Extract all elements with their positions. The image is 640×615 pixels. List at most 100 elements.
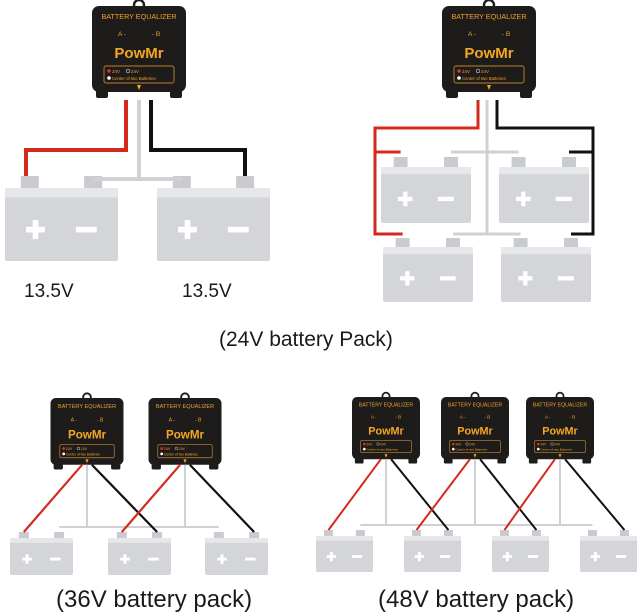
plus-icon bbox=[593, 551, 597, 562]
module-body bbox=[50, 398, 124, 465]
indicator-dot-icon bbox=[362, 447, 366, 451]
option-center: Center of two Batteries bbox=[164, 452, 198, 456]
battery-1 bbox=[10, 532, 73, 575]
positive-wire bbox=[503, 458, 556, 531]
voltage-label-battery-1: 13.5V bbox=[24, 281, 74, 302]
battery-4 bbox=[501, 238, 591, 302]
module-body bbox=[442, 6, 536, 92]
indicator-ring-icon bbox=[174, 446, 179, 451]
battery-top-band bbox=[10, 538, 73, 543]
battery-3 bbox=[205, 532, 268, 575]
option-center: Center of two Batteries bbox=[455, 448, 487, 452]
option-24v-a: 24V bbox=[366, 442, 373, 446]
battery-top-band bbox=[108, 538, 171, 543]
option-24v-a: 24V bbox=[66, 447, 73, 451]
minus-icon bbox=[439, 276, 456, 281]
brand-logo: PowMr bbox=[114, 45, 163, 62]
negative-wire bbox=[479, 458, 538, 531]
negative-terminal bbox=[236, 176, 255, 190]
battery-top-band bbox=[381, 167, 471, 175]
terminal-b-label: - B bbox=[395, 415, 401, 420]
battery-body bbox=[501, 247, 591, 302]
positive-terminal bbox=[587, 530, 597, 538]
indicator-dot-icon bbox=[536, 447, 540, 451]
terminal-b-label: - B bbox=[569, 415, 575, 420]
brand-logo: PowMr bbox=[457, 426, 493, 438]
option-24v-a: 24V bbox=[540, 442, 547, 446]
minus-icon bbox=[555, 196, 572, 202]
terminal-b-label: - B bbox=[97, 417, 104, 423]
module-body bbox=[148, 398, 222, 465]
indicator-dot-icon bbox=[457, 76, 461, 80]
battery-2 bbox=[499, 157, 589, 223]
indicator-ring-icon bbox=[76, 446, 81, 451]
battery-top-band bbox=[383, 247, 473, 255]
negative-terminal bbox=[355, 530, 365, 538]
minus-icon bbox=[148, 557, 159, 561]
selector-panel bbox=[453, 65, 525, 84]
caption-24v-pack: (24V battery Pack) bbox=[219, 328, 393, 351]
indicator-ring-icon bbox=[465, 442, 469, 446]
module-body bbox=[92, 6, 186, 92]
indicator-dot-icon bbox=[160, 447, 164, 450]
negative-terminal bbox=[443, 530, 453, 538]
battery-top-band bbox=[580, 536, 637, 541]
option-24v-a: 24V bbox=[462, 69, 470, 74]
arrow-down-icon bbox=[85, 459, 89, 464]
negative-terminal bbox=[444, 157, 458, 169]
plus-icon bbox=[329, 551, 333, 562]
negative-wire bbox=[390, 458, 450, 531]
selector-panel bbox=[157, 444, 213, 459]
negative-terminal bbox=[619, 530, 629, 538]
positive-terminal bbox=[18, 532, 29, 540]
battery-1 bbox=[316, 530, 373, 572]
positive-terminal bbox=[213, 532, 224, 540]
arrow-down-icon bbox=[487, 85, 491, 90]
plus-icon bbox=[220, 554, 224, 564]
battery-2 bbox=[404, 530, 461, 572]
caption-48v-pack: (48V battery pack) bbox=[378, 586, 575, 613]
terminal-b-label: - B bbox=[152, 31, 160, 38]
negative-terminal bbox=[564, 238, 578, 249]
option-24v-b: 24V bbox=[469, 442, 476, 446]
option-24v-a: 24V bbox=[455, 442, 462, 446]
brand-logo: PowMr bbox=[368, 426, 404, 438]
indicator-dot-icon bbox=[107, 76, 111, 80]
battery-body bbox=[499, 167, 589, 223]
arrow-down-icon bbox=[137, 85, 141, 90]
arrow-down-icon bbox=[558, 454, 562, 458]
selector-panel bbox=[449, 440, 501, 453]
battery-top-band bbox=[404, 536, 461, 541]
positive-wire bbox=[120, 464, 181, 533]
brand-logo: PowMr bbox=[464, 45, 513, 62]
positive-terminal bbox=[513, 238, 528, 249]
positive-terminal bbox=[411, 530, 421, 538]
battery-top-band bbox=[5, 188, 118, 198]
option-24v-b: 24V bbox=[179, 447, 186, 451]
option-center: Center of two Batteries bbox=[112, 76, 156, 81]
battery-body bbox=[5, 188, 118, 261]
terminal-a-label: A - bbox=[71, 417, 77, 423]
battery-top-band bbox=[492, 536, 549, 541]
minus-icon bbox=[50, 557, 61, 561]
selector-panel bbox=[59, 444, 115, 459]
battery-1 bbox=[381, 157, 471, 223]
battery-body bbox=[580, 536, 637, 572]
option-center: Center of two Batteries bbox=[66, 452, 100, 456]
caption-36v-pack: (36V battery pack) bbox=[56, 586, 253, 613]
voltage-label-battery-2: 13.5V bbox=[182, 281, 232, 302]
battery-top-band bbox=[157, 188, 270, 198]
terminal-b-label: - B bbox=[484, 415, 490, 420]
battery-2 bbox=[108, 532, 171, 575]
module-title: BATTERY EQUALIZER bbox=[359, 402, 413, 408]
indicator-dot-icon bbox=[451, 442, 455, 446]
negative-terminal bbox=[446, 238, 460, 249]
indicator-ring-icon bbox=[376, 442, 380, 446]
negative-wire bbox=[495, 100, 595, 236]
battery-3 bbox=[383, 238, 473, 302]
battery-body bbox=[383, 247, 473, 302]
module-title: BATTERY EQUALIZER bbox=[101, 12, 176, 21]
negative-terminal bbox=[249, 532, 260, 540]
positive-wire bbox=[22, 464, 83, 533]
